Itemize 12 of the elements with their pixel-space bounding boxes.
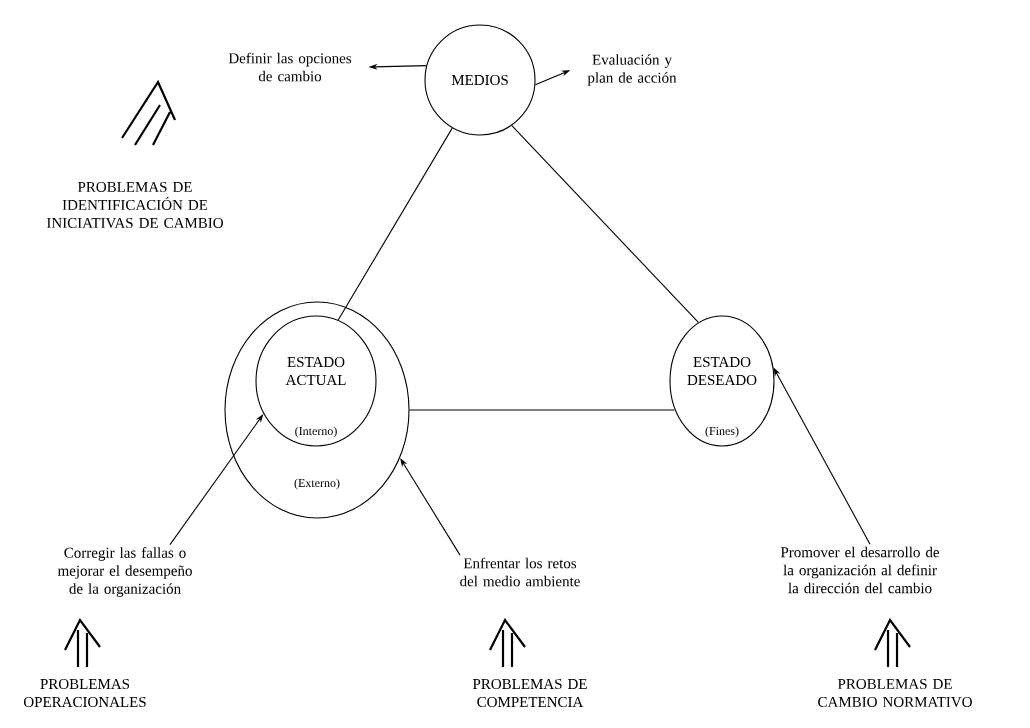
heading-label: PROBLEMAS DE CAMBIO NORMATIVO	[818, 678, 972, 708]
connector-line	[337, 127, 453, 321]
heading-label: PROBLEMAS DE COMPETENCIA	[472, 678, 587, 708]
text-label: Promover el desarrollo de la organización al definir la dirección del cambio	[780, 546, 940, 594]
text-label: Enfrentar los retos del medio ambiente	[460, 557, 580, 587]
text-label: Corregir las fallas o mejorar el desempeño de la organización	[57, 547, 192, 597]
heading-label: PROBLEMAS OPERACIONALES	[23, 678, 146, 708]
connector-line	[511, 124, 699, 324]
connector-line	[409, 409, 675, 411]
text-label: Evaluación y plan de acción	[587, 54, 677, 86]
text-label: Definir las opciones de cambio	[228, 52, 352, 82]
heading-label: PROBLEMAS DE IDENTIFICACIÓN DE INICIATIVAS DE CAMBIO	[46, 181, 223, 229]
